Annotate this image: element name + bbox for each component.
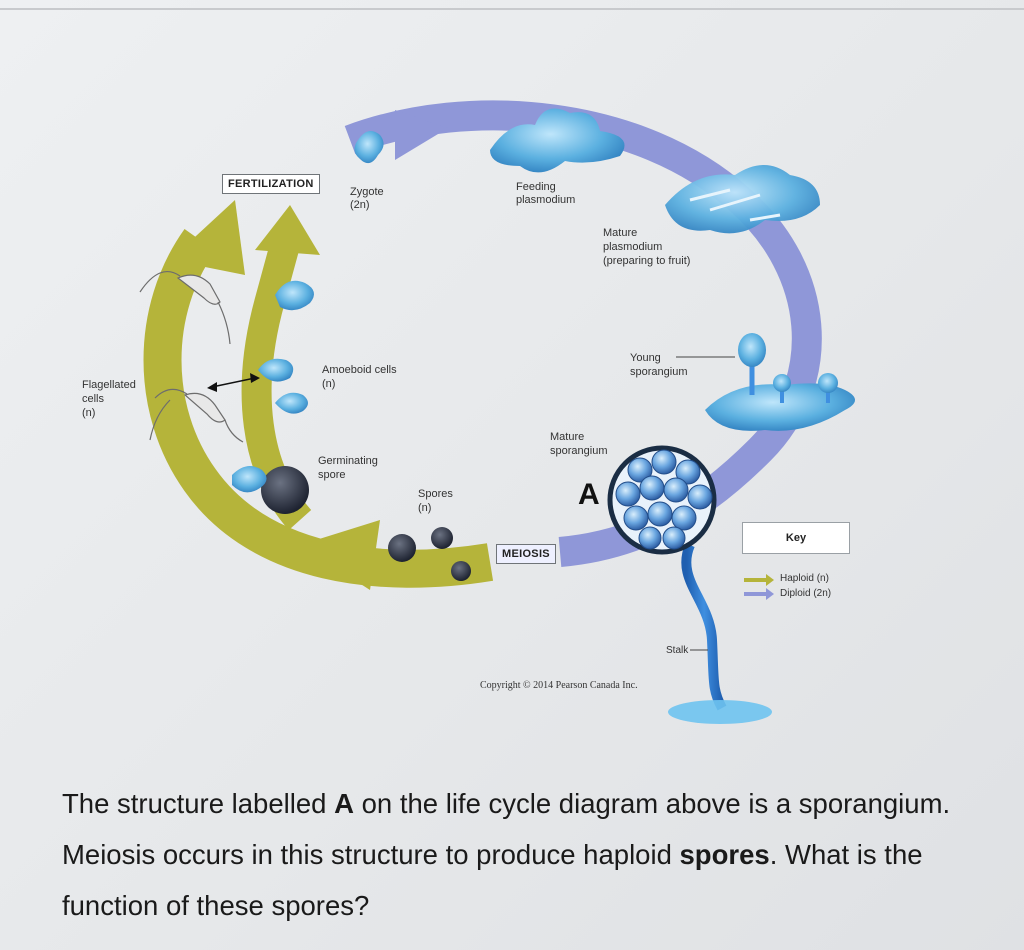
spores-ploidy: (n): [418, 502, 432, 514]
spore-icon-2: [431, 527, 453, 549]
germinating-spore-label: spore: [318, 469, 346, 481]
stalk-base: [668, 700, 772, 724]
key-haploid-label: Haploid (n): [780, 573, 829, 584]
diploid-arrowhead: [395, 110, 448, 160]
feeding-label: Feeding: [516, 181, 556, 193]
stalk-label: Stalk: [666, 645, 689, 656]
flagellated-cells-icon: [139, 271, 244, 443]
amoeboid-ploidy: (n): [322, 378, 336, 390]
flagellated-ploidy: (n): [82, 407, 96, 419]
key-diploid-label: Diploid (2n): [780, 588, 832, 599]
meiosis-label: MEIOSIS: [496, 544, 556, 564]
young-sporangium-head: [738, 333, 766, 367]
feeding-plasmodium-label: plasmodium: [516, 194, 576, 206]
question-part-3: . What is the function of these spores?: [62, 839, 923, 921]
haploid-arrowhead-bottom: [300, 520, 380, 590]
question-bold-spores: spores: [679, 839, 770, 870]
amoeboid-cell-icon-3: [275, 392, 308, 414]
copyright-text: Copyright © 2014 Pearson Canada Inc.: [480, 680, 638, 691]
mature-plasmodium-label-2: plasmodium: [603, 241, 663, 253]
haploid-arrowhead-inner: [255, 205, 320, 255]
germinating-label: Germinating: [318, 455, 378, 467]
question-bold-a: A: [334, 788, 354, 819]
germinating-spore-icon: [261, 466, 309, 514]
young-sporangium-base: [705, 383, 855, 431]
young-sporangium-label: Young: [630, 352, 661, 364]
spore-icon-1: [388, 534, 416, 562]
amoeboid-label: Amoeboid cells: [322, 364, 397, 376]
mature-plasmodium-label: Mature: [603, 227, 638, 239]
amoeboid-cell-icon-2: [258, 358, 294, 382]
flagellated-label: Flagellated: [82, 379, 136, 391]
structure-a-label: A: [578, 478, 600, 511]
life-cycle-diagram: [139, 100, 855, 724]
haploid-arrowhead-left: [170, 200, 245, 275]
spore-icon-3: [451, 561, 471, 581]
key-title: Key: [742, 522, 850, 554]
flagellated-cells-label: cells: [82, 393, 105, 405]
zygote-icon: [354, 131, 384, 164]
question-part-2: on the life cycle diagram above is a spo…: [62, 788, 951, 870]
sporangium-spores: [615, 449, 713, 550]
zygote-label: Zygote: [350, 186, 384, 198]
spores-label: Spores: [418, 488, 453, 500]
key-haploid-arrow: [744, 574, 774, 586]
top-divider: [0, 8, 1024, 10]
question-text: The structure labelled A on the life cyc…: [62, 778, 982, 931]
zygote-ploidy: (2n): [350, 199, 370, 211]
mature-sporangium-label-2: sporangium: [550, 445, 608, 457]
amoeboid-cell-icon-1: [275, 280, 314, 311]
key-diploid-arrow: [744, 588, 774, 600]
question-part-1: The structure labelled: [62, 788, 335, 819]
haploid-arc: [143, 228, 494, 588]
feeding-plasmodium-icon: [490, 108, 625, 173]
stalk: [681, 543, 727, 711]
preparing-label: (preparing to fruit): [603, 255, 691, 267]
fertilization-label: FERTILIZATION: [222, 174, 320, 194]
mature-sporangium-label: Mature: [550, 431, 585, 443]
young-sporangium-label-2: sporangium: [630, 366, 688, 378]
